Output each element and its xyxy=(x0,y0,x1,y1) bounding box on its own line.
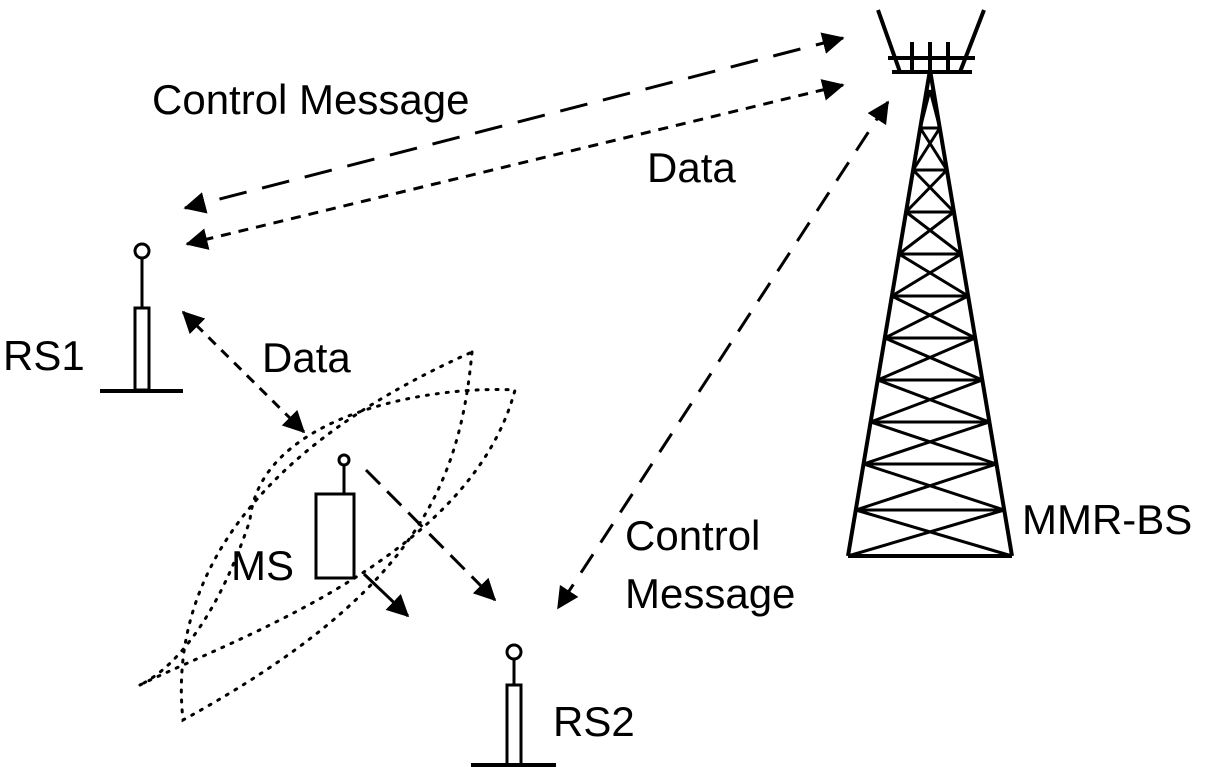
rs2-station xyxy=(471,643,556,767)
ms-movement-arrow xyxy=(362,572,410,618)
coverage-ellipse-rs2 xyxy=(179,350,474,723)
data-link-ms-rs2 xyxy=(364,468,497,602)
label-control-message-rs2-line1: Control xyxy=(625,512,760,559)
label-control-message-rs2-line2: Message xyxy=(625,570,795,617)
label-data-top: Data xyxy=(647,144,736,191)
control-message-link-bs-rs2 xyxy=(556,100,890,610)
control-message-link-bs-rs1 xyxy=(183,32,845,214)
label-mmr-bs: MMR-BS xyxy=(1022,496,1192,543)
mmr-bs-tower xyxy=(846,9,1014,558)
label-rs1: RS1 xyxy=(3,332,85,379)
label-data-rs1-ms: Data xyxy=(262,334,351,381)
label-ms: MS xyxy=(231,542,294,589)
label-control-message-top: Control Message xyxy=(152,76,469,123)
rs1-station xyxy=(100,242,183,393)
ms-device xyxy=(314,453,356,580)
label-rs2: RS2 xyxy=(553,698,635,745)
coverage-ellipse-rs1 xyxy=(138,388,517,687)
